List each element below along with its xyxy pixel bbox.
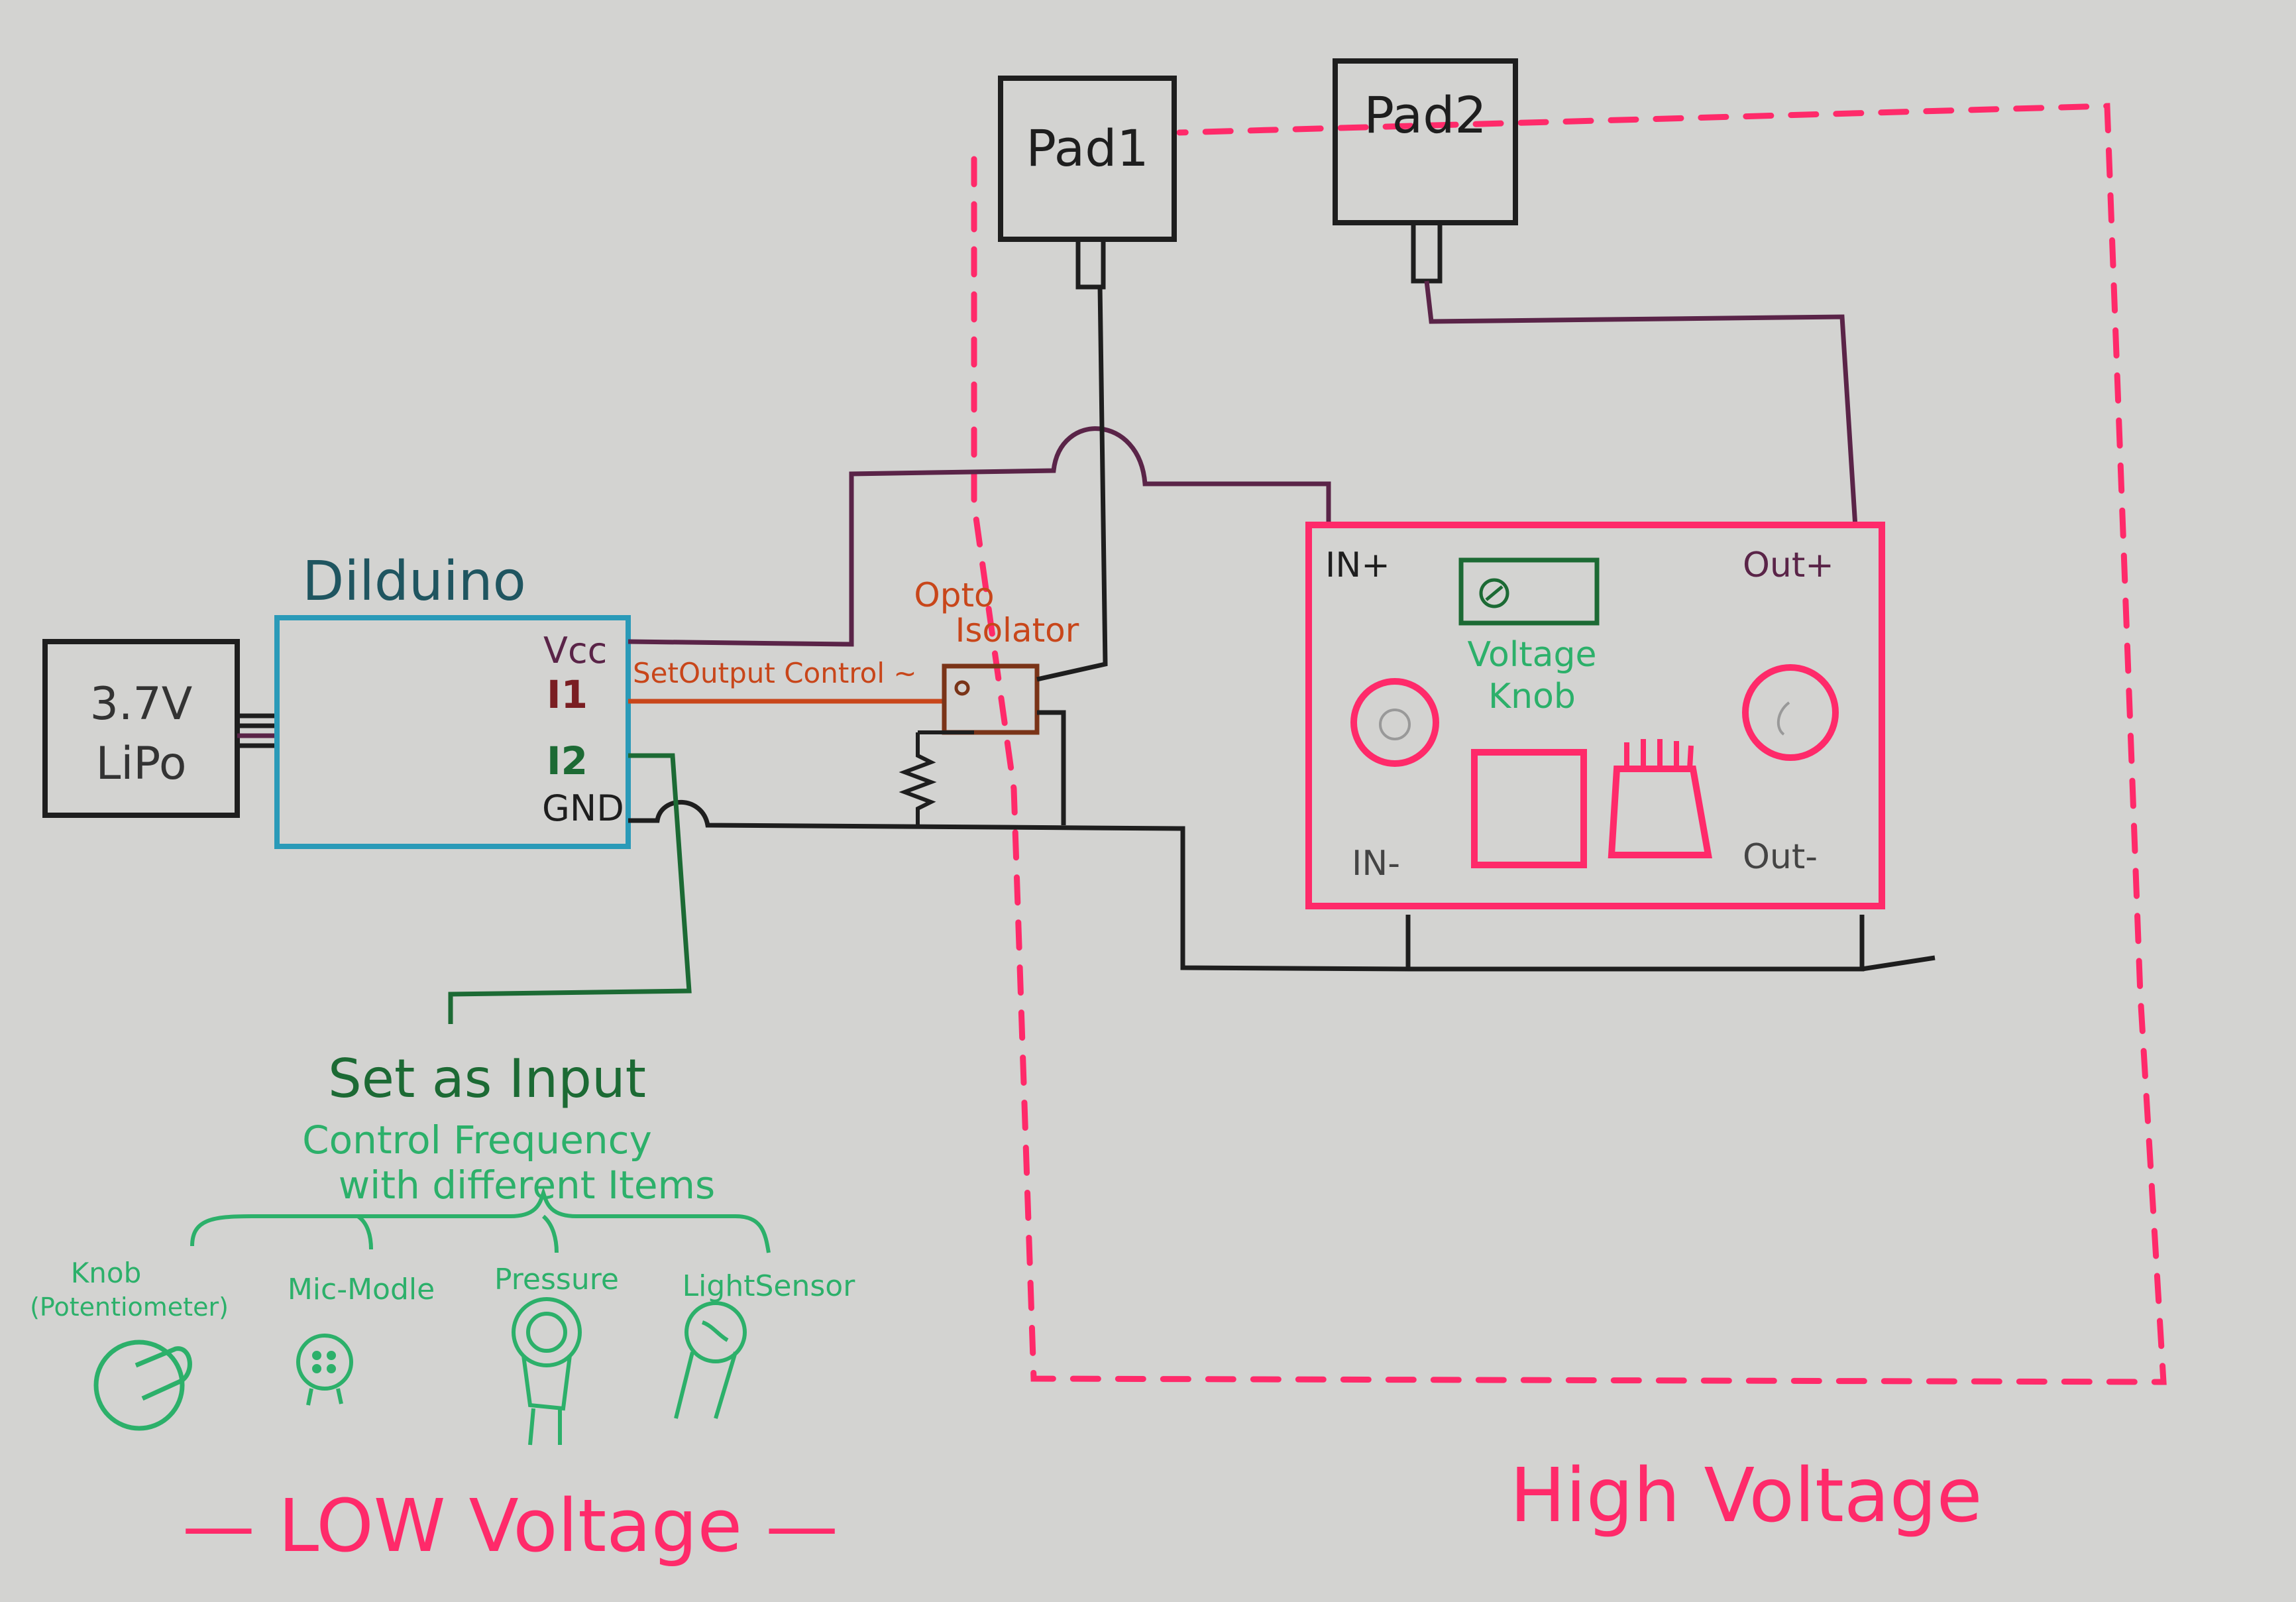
voltage-knob-screw [1479,578,1509,608]
converter-out-minus-label: Out- [1743,837,1818,877]
converter-in-minus-label: IN- [1352,844,1400,884]
input-option-knob-label: Knob [71,1257,142,1289]
gnd-wire [628,799,1936,972]
controller-board: Dilduino Vcc I1 I2 GND [274,550,631,849]
input-options-brace [190,1186,771,1253]
potentiometer-icon [93,1340,192,1431]
opto-label-line1: Opto [914,576,994,614]
opto-label-line2: Isolator [956,611,1079,650]
input-option-pressure-label: Pressure [494,1263,619,1296]
voltage-knob-label-line2: Knob [1488,677,1576,716]
input-option-mic-label: Mic-Modle [288,1273,435,1306]
battery-box [42,639,240,818]
pad2-label: Pad2 [1364,86,1487,144]
opto-isolator-box [942,663,1040,735]
pad2-to-out-plus-wire [1424,280,1858,528]
pin-vcc-label: Vcc [543,630,607,671]
pin-i2-label: I2 [547,738,588,783]
converter-in-plus-label: IN+ [1325,545,1390,585]
battery-type-label: LiPo [96,738,187,790]
converter-box [1305,522,1885,909]
input-section: Set as Input Control Frequency with diff… [30,1048,856,1446]
input-section-subtitle-line2: with different Items [339,1163,716,1208]
pin-gnd-label: GND [542,787,624,829]
opto-ground-wire [1037,710,1066,825]
light-sensor-icon [674,1301,747,1419]
voltage-knob-label-line1: Voltage [1467,635,1596,675]
i1-wire-label: SetOutput Control ~ [633,657,917,689]
input-option-knob-sublabel: (Potentiometer) [30,1292,229,1322]
pad2-connector [1411,220,1443,284]
pad1: Pad1 [998,76,1177,290]
output-capacitor [1742,664,1839,761]
regulator-chip [1608,739,1712,858]
pressure-sensor-icon [512,1297,582,1446]
voltage-knob-trimmer [1458,557,1600,626]
input-section-subtitle-line1: Control Frequency [302,1117,652,1163]
input-section-title: Set as Input [328,1048,646,1110]
high-voltage-zone-border [971,103,2167,1385]
battery-voltage-label: 3.7V [90,678,193,730]
opto-pin1-marker [954,680,970,696]
microphone-icon [296,1334,353,1406]
vcc-wire [628,426,1331,647]
controller-title: Dilduino [302,550,526,613]
high-voltage-zone-label: High Voltage [1509,1453,1982,1539]
opto-isolator: Opto Isolator [914,576,1079,735]
inductor-chip [1471,749,1587,868]
low-voltage-zone-label: — LOW Voltage — [182,1483,838,1568]
input-option-light-label: LightSensor [683,1269,856,1303]
voltage-converter: IN+ Out+ IN- Out- Voltage Knob [1305,522,1885,909]
pad2: Pad2 [1333,58,1518,284]
controller-box [274,615,631,849]
output-capacitor-core [1777,701,1790,736]
i2-input-wire [448,753,692,1024]
opto-to-pad1-wire [1036,284,1108,682]
input-capacitor-core [1379,709,1411,740]
voltage-knob-slot [1485,585,1503,601]
input-capacitor [1350,678,1439,767]
pad1-connector [1075,237,1106,290]
battery-wires [237,713,278,748]
battery: 3.7V LiPo [42,639,240,818]
converter-out-plus-label: Out+ [1743,545,1834,585]
pad1-label: Pad1 [1026,119,1149,178]
resistor [899,732,937,825]
pin-i1-label: I1 [547,672,588,717]
